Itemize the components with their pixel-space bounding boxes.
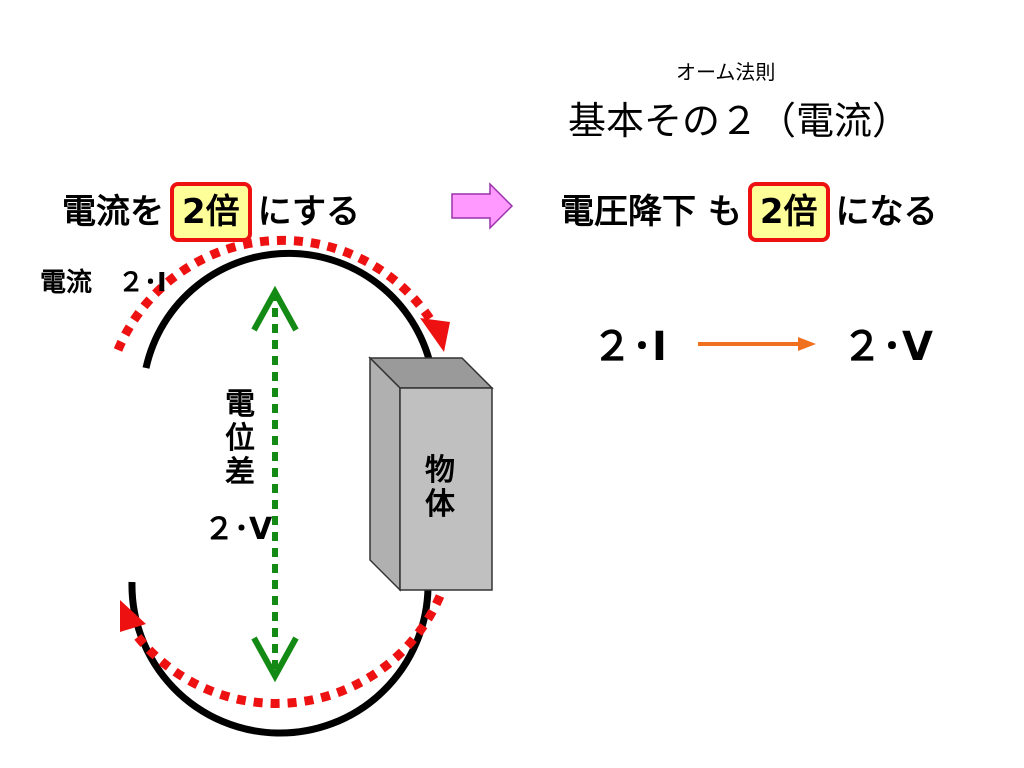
slide-subtitle: オーム法則	[676, 60, 776, 84]
potential-arrowhead-down-icon	[251, 636, 299, 683]
potential-arrowhead-up-icon	[251, 285, 299, 332]
current-flow-arc-bottom	[130, 594, 445, 708]
top-wire	[142, 249, 436, 373]
formula-arrowhead-icon	[798, 337, 816, 351]
potential-difference-value: ２･V	[204, 512, 273, 547]
formula-voltage: ２･V	[842, 324, 933, 370]
effect-suffix: になる	[835, 192, 938, 232]
cause-prefix: 電流を	[62, 192, 164, 232]
effect-highlight-box: 2倍	[747, 182, 830, 242]
effect-statement: 電圧降下 も 2倍 になる	[560, 182, 938, 242]
formula-current: ２･Ⅰ	[592, 324, 667, 370]
current-arrowhead-top-icon	[420, 318, 450, 352]
object-label: 物体	[425, 453, 455, 522]
effect-prefix: 電圧降下 も	[560, 192, 742, 232]
cause-highlight-box: 2倍	[170, 182, 252, 242]
object-box-front	[399, 387, 493, 591]
potential-difference-label: 電位差	[225, 387, 255, 490]
current-arrowhead-bottom-icon	[120, 600, 146, 632]
cause-suffix: にする	[257, 192, 361, 232]
cause-statement: 電流を 2倍 にする	[62, 182, 360, 242]
current-flow-arc-top	[113, 235, 436, 352]
bottom-wire	[128, 581, 432, 737]
right-block-arrow-icon	[451, 182, 514, 230]
current-label: 電流 ２･Ⅰ	[40, 268, 167, 298]
slide-title: 基本その２（電流）	[568, 99, 911, 143]
object-box-side	[369, 356, 401, 592]
